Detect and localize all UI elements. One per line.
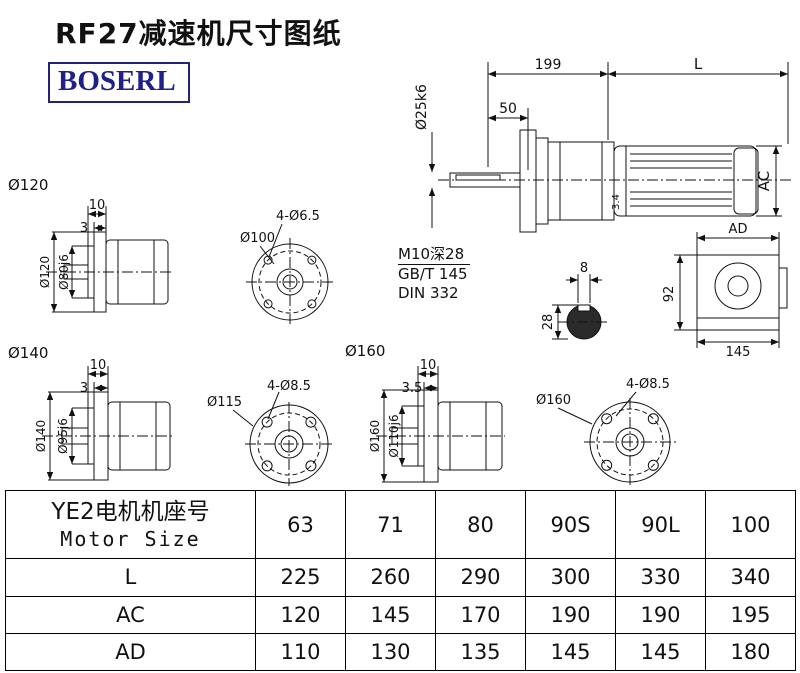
tap-note-line3: DIN 332 bbox=[398, 283, 459, 302]
tap-note-line1: M10深28 bbox=[398, 245, 471, 265]
table-cell: 135 bbox=[435, 632, 526, 672]
dim-35-label: 3.5 bbox=[402, 381, 423, 396]
flange140-dimensions bbox=[46, 366, 109, 481]
dim-145-label: 145 bbox=[726, 345, 751, 360]
bolt-circle-label: Ø115 bbox=[207, 395, 242, 410]
flange160-outline bbox=[376, 389, 505, 483]
dim-50-label: 50 bbox=[499, 101, 517, 117]
motor-size-header-cell: YE2电机机座号 Motor Size bbox=[5, 489, 256, 560]
motor-size-header-en: Motor Size bbox=[60, 527, 201, 552]
shaft-section-and-rear-view: 8 28 AD 92 145 bbox=[541, 222, 788, 360]
flange-dia-label: Ø140 bbox=[34, 420, 48, 452]
flange160-dimensions bbox=[380, 366, 439, 483]
shaft-section-dimensions bbox=[552, 274, 602, 340]
main-assembly-view: 199 L 50 Ø25k6 AC 3.4 bbox=[414, 55, 792, 233]
shaft-dia-label: Ø25k6 bbox=[414, 84, 430, 130]
holes-label: 4-Ø8.5 bbox=[626, 377, 670, 392]
flange120-outline bbox=[46, 231, 173, 313]
bolt115-outline bbox=[232, 391, 333, 486]
table-cell: 130 bbox=[345, 632, 436, 672]
shaft-section-outline bbox=[558, 304, 610, 340]
flange140-title: Ø140 bbox=[8, 344, 49, 362]
holes-label: 4-Ø6.5 bbox=[276, 209, 320, 224]
table-cell: 170 bbox=[435, 595, 526, 634]
flange140-side-view: 10 3 Ø140 Ø95j6 bbox=[34, 358, 174, 481]
table-cell: 195 bbox=[705, 595, 796, 634]
rear-view-dimensions bbox=[674, 232, 780, 348]
flange160-title: Ø160 bbox=[345, 342, 386, 360]
flange-dia-label: Ø120 bbox=[38, 256, 52, 288]
bolt100-outline bbox=[246, 223, 336, 324]
table-cell: 300 bbox=[525, 558, 616, 597]
flange120-side-view: 10 3 Ø120 Ø80j6 bbox=[38, 198, 173, 313]
flange140-outline bbox=[42, 391, 174, 481]
dim-3-label: 3 bbox=[80, 381, 88, 396]
dim-10-label: 10 bbox=[420, 358, 437, 373]
dim-92-label: 92 bbox=[662, 286, 677, 303]
row-label-ad: AD bbox=[5, 632, 256, 672]
brand-logo: BOSERL bbox=[48, 62, 190, 103]
dim-10-label: 10 bbox=[89, 198, 106, 213]
dim-34-label: 3.4 bbox=[611, 194, 622, 210]
marker-defs bbox=[0, 0, 1, 1]
motor-size-header-cn: YE2电机机座号 bbox=[51, 499, 210, 526]
table-cell: 180 bbox=[705, 632, 796, 672]
table-cell: 290 bbox=[435, 558, 526, 597]
bolt160-front-view: Ø160 4-Ø8.5 bbox=[536, 377, 676, 486]
dim-l-label: L bbox=[694, 55, 703, 73]
flange120-title: Ø120 bbox=[8, 176, 49, 194]
table-row-ad: AD 110 130 135 145 145 180 bbox=[5, 632, 796, 672]
dim-3-label: 3 bbox=[80, 221, 88, 236]
motor-size-80: 80 bbox=[435, 489, 526, 560]
motor-size-63: 63 bbox=[255, 489, 346, 560]
tap-note-line2: GB/T 145 bbox=[398, 264, 468, 283]
dimension-table: YE2电机机座号 Motor Size 63 71 80 90S 90L 100… bbox=[5, 489, 796, 672]
flange-dia-label: Ø160 bbox=[368, 420, 382, 452]
main-assembly-dimensions bbox=[428, 62, 789, 228]
dim-ac-label: AC bbox=[755, 171, 773, 191]
row-label-l: L bbox=[5, 558, 256, 597]
table-cell: 145 bbox=[615, 632, 706, 672]
page-title: RF27减速机尺寸图纸 bbox=[55, 17, 342, 50]
table-cell: 190 bbox=[615, 595, 706, 634]
table-cell: 225 bbox=[255, 558, 346, 597]
bolt-circle-label: Ø160 bbox=[536, 393, 571, 408]
dim-ad-label: AD bbox=[729, 222, 748, 237]
bolt100-front-view: 4-Ø6.5 Ø100 bbox=[240, 209, 336, 324]
dim-28-label: 28 bbox=[541, 314, 556, 331]
table-cell: 340 bbox=[705, 558, 796, 597]
table-cell: 260 bbox=[345, 558, 436, 597]
dim-199-label: 199 bbox=[535, 57, 562, 73]
motor-size-71: 71 bbox=[345, 489, 436, 560]
bolt115-front-view: 4-Ø8.5 Ø115 bbox=[207, 379, 333, 486]
spigot-dia-label: Ø110j6 bbox=[387, 414, 401, 457]
table-cell: 145 bbox=[525, 632, 616, 672]
dim-8-label: 8 bbox=[580, 261, 588, 276]
table-cell: 145 bbox=[345, 595, 436, 634]
bolt-circle-label: Ø100 bbox=[240, 231, 275, 246]
motor-size-100: 100 bbox=[705, 489, 796, 560]
table-cell: 120 bbox=[255, 595, 346, 634]
table-cell: 190 bbox=[525, 595, 616, 634]
dim-10-label: 10 bbox=[90, 358, 107, 373]
tap-hole-note: M10深28 GB/T 145 DIN 332 bbox=[398, 245, 471, 302]
main-assembly-outline bbox=[438, 129, 792, 233]
table-row-l: L 225 260 290 300 330 340 bbox=[5, 558, 796, 597]
row-label-ac: AC bbox=[5, 595, 256, 634]
table-row-ac: AC 120 145 170 190 190 195 bbox=[5, 595, 796, 634]
spigot-dia-label: Ø95j6 bbox=[56, 418, 70, 454]
table-cell: 330 bbox=[615, 558, 706, 597]
spigot-dia-label: Ø80j6 bbox=[57, 254, 71, 290]
rear-view-outline bbox=[696, 254, 788, 331]
flange120-dimensions bbox=[50, 206, 107, 313]
motor-size-90l: 90L bbox=[615, 489, 706, 560]
bolt160-outline bbox=[557, 391, 676, 486]
flange160-side-view: 10 3.5 Ø160 Ø110j6 bbox=[368, 358, 505, 483]
table-cell: 110 bbox=[255, 632, 346, 672]
motor-size-90s: 90S bbox=[525, 489, 616, 560]
holes-label: 4-Ø8.5 bbox=[267, 379, 311, 394]
